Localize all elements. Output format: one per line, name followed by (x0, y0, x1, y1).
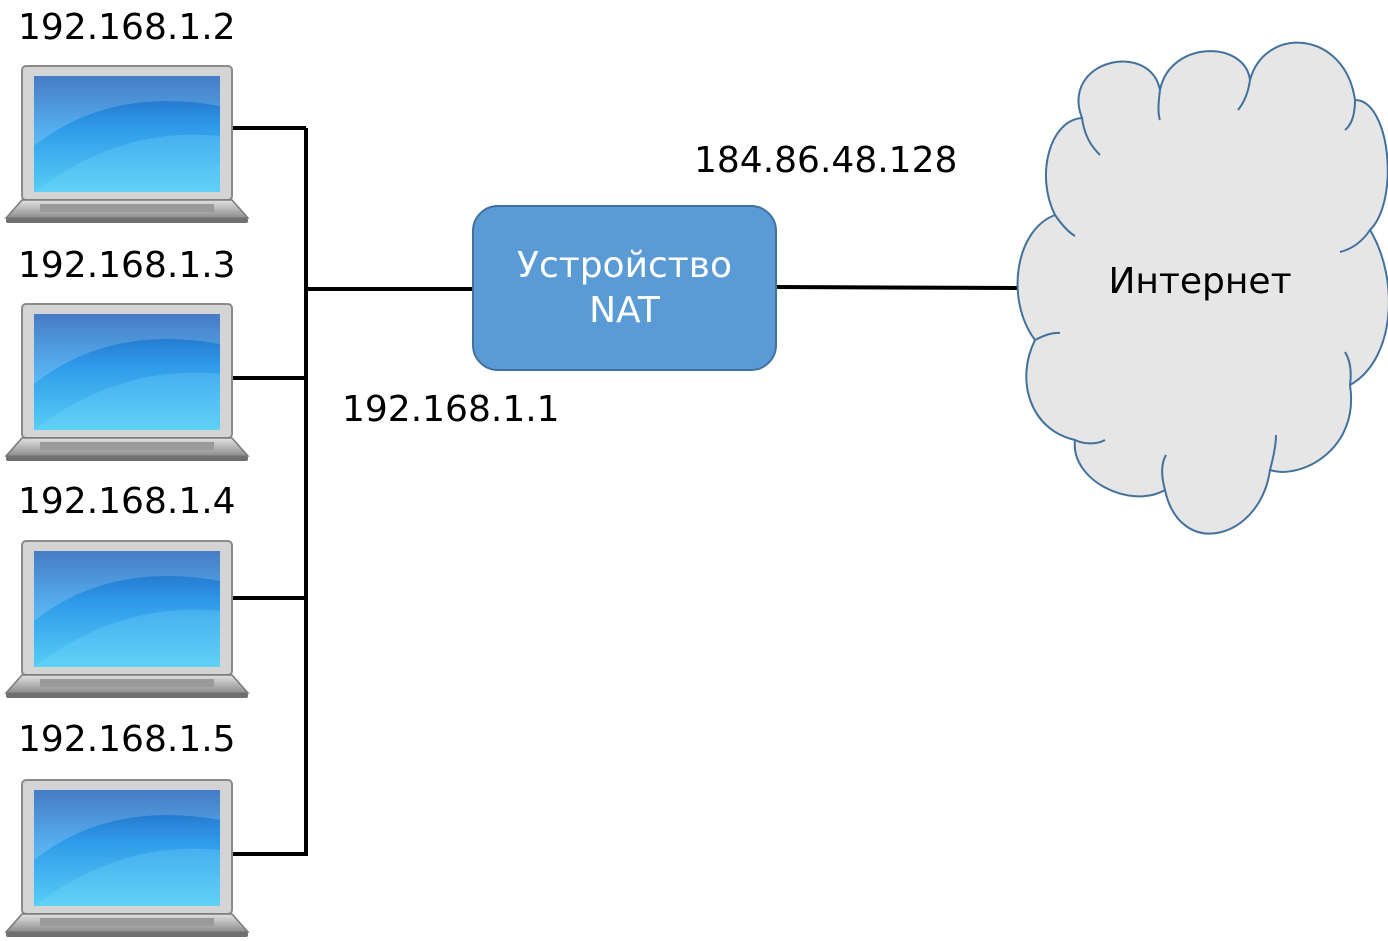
cloud-icon (1016, 41, 1388, 535)
nat-device-label-line2: NAT (589, 290, 660, 331)
internet-label: Интернет (1108, 261, 1292, 302)
laptop-icon (5, 65, 249, 224)
laptop-icon (5, 540, 249, 699)
network-links (232, 126, 1025, 856)
laptop-3-ip-label: 192.168.1.4 (18, 481, 236, 522)
nat-inside-ip-label: 192.168.1.1 (342, 389, 560, 430)
laptop-1-ip-label: 192.168.1.2 (18, 7, 236, 48)
link-nat-internet (775, 285, 1025, 290)
nat-device-label-line1: Устройство (517, 245, 732, 286)
nat-outside-ip-label: 184.86.48.128 (694, 140, 958, 181)
laptop-icon (5, 779, 249, 938)
laptop-2-ip-label: 192.168.1.3 (18, 245, 236, 286)
laptop-icon (5, 303, 249, 462)
laptop-4-ip-label: 192.168.1.5 (18, 719, 236, 760)
nat-device: Устройство NAT (472, 205, 777, 371)
